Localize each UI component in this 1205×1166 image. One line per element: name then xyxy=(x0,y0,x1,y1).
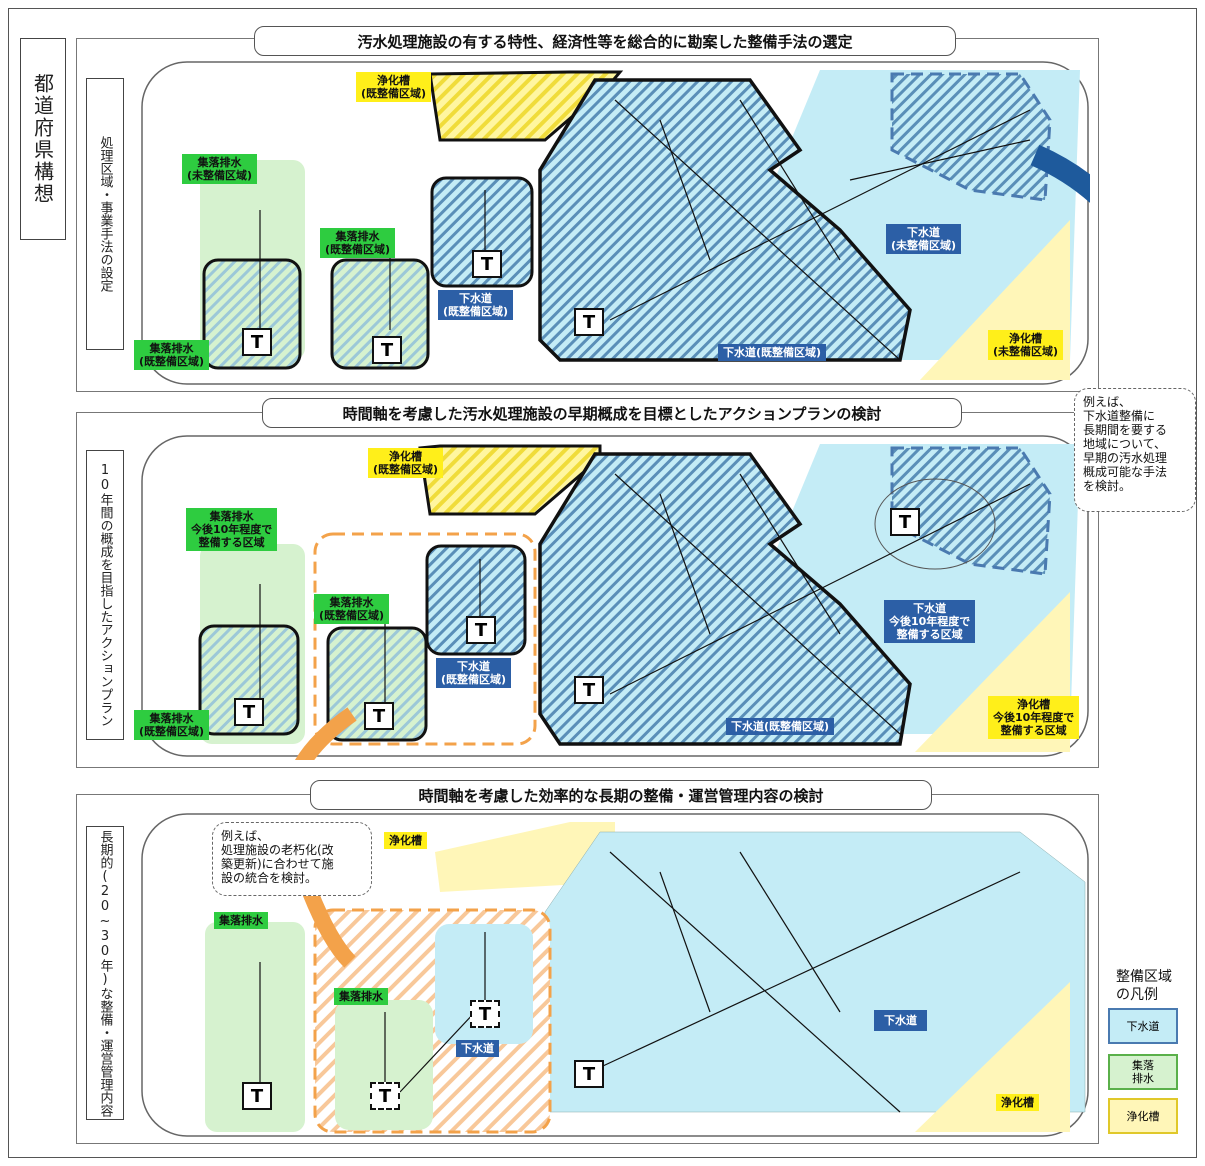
row2-side-box: 10年間の概成を目指したアクションプラン xyxy=(86,450,124,740)
row3-johkaso-top-label: 浄化槽 xyxy=(384,832,427,849)
row1-johkaso-planned-label: 浄化槽 (未整備区域) xyxy=(988,330,1064,360)
row3-map xyxy=(141,813,1089,1137)
row1-shuraku-existing-a-label: 集落排水 (既整備区域) xyxy=(134,340,210,370)
legend-johkaso: 浄化槽 xyxy=(1108,1098,1178,1134)
row1-title: 汚水処理施設の有する特性、経済性等を総合的に勘案した整備手法の選定 xyxy=(254,26,956,56)
legend-gesuido: 下水道 xyxy=(1108,1008,1178,1044)
row3-gesuido-small-label: 下水道 xyxy=(456,1040,499,1057)
row3-facility-t1: T xyxy=(242,1082,272,1110)
row1-side-box: 処理区域・事業手法の設定 xyxy=(86,78,124,350)
row2-johkaso-existing-label: 浄化槽 (既整備区域) xyxy=(368,448,444,478)
row2-gesuido-existing-big-label: 下水道(既整備区域) xyxy=(726,718,835,735)
row1-facility-t3: T xyxy=(472,250,502,278)
row2-shuraku-existing-b-label: 集落排水 (既整備区域) xyxy=(314,594,390,624)
row3-johkaso-right-label: 浄化槽 xyxy=(996,1094,1039,1111)
row2-facility-t4: T xyxy=(574,676,604,704)
row3-title: 時間軸を考慮した効率的な長期の整備・運営管理内容の検討 xyxy=(310,780,932,810)
row3-gesuido-big-label: 下水道 xyxy=(874,1010,927,1031)
row3-facility-t2: T xyxy=(370,1082,400,1110)
note-facility-integration: 例えば、 処理施設の老朽化(改 築更新)に合わせて施 設の統合を検討。 xyxy=(212,822,372,896)
row1-facility-t4: T xyxy=(574,308,604,336)
row3-facility-t4: T xyxy=(574,1060,604,1088)
row1-facility-t2: T xyxy=(372,336,402,364)
row1-gesuido-existing-big-label: 下水道(既整備区域) xyxy=(718,344,827,361)
row1-gesuido-planned-label: 下水道 (未整備区域) xyxy=(886,224,962,254)
row2-shuraku-10yr-label: 集落排水 今後10年程度で 整備する区域 xyxy=(186,508,278,551)
row1-gesuido-existing-small-label: 下水道 (既整備区域) xyxy=(438,290,514,320)
row3-facility-t3: T xyxy=(470,1000,500,1028)
legend-shuraku: 集落 排水 xyxy=(1108,1054,1178,1090)
row2-facility-t2: T xyxy=(364,702,394,730)
row2-facility-t5: T xyxy=(890,508,920,536)
row2-gesuido-10yr-label: 下水道 今後10年程度で 整備する区域 xyxy=(884,600,976,643)
row2-map xyxy=(141,435,1089,760)
row2-facility-t3: T xyxy=(466,616,496,644)
row1-shuraku-planned-label: 集落排水 (未整備区域) xyxy=(182,154,258,184)
row3-shuraku-left-label: 集落排水 xyxy=(214,912,268,929)
row2-side-label: 10年間の概成を目指したアクションプラン xyxy=(97,463,113,727)
row2-johkaso-10yr-label: 浄化槽 今後10年程度で 整備する区域 xyxy=(988,696,1080,739)
prefecture-plan-box: 都道府県構想 xyxy=(20,38,66,240)
note-sewer-alternative: 例えば、 下水道整備に 長期間を要する 地域について、 早期の汚水処理 概成可能… xyxy=(1074,388,1196,512)
row3-shuraku-mid-label: 集落排水 xyxy=(334,988,388,1005)
row1-johkaso-existing-label: 浄化槽 (既整備区域) xyxy=(356,72,432,102)
row2-shuraku-existing-a-label: 集落排水 (既整備区域) xyxy=(134,710,210,740)
diagram-frame xyxy=(8,8,1197,1158)
row1-facility-t1: T xyxy=(242,328,272,356)
prefecture-plan-label: 都道府県構想 xyxy=(30,73,55,205)
row1-shuraku-existing-b-label: 集落排水 (既整備区域) xyxy=(320,228,396,258)
row2-title: 時間軸を考慮した汚水処理施設の早期概成を目標としたアクションプランの検討 xyxy=(262,398,962,428)
row1-side-label: 処理区域・事業手法の設定 xyxy=(97,136,113,292)
row2-facility-t1: T xyxy=(234,698,264,726)
row3-side-box: 長期的(20~30年)な整備・運営管理内容 xyxy=(86,826,124,1120)
legend-title: 整備区域 の凡例 xyxy=(1116,969,1172,1003)
row2-gesuido-existing-small-label: 下水道 (既整備区域) xyxy=(436,658,512,688)
row3-side-label: 長期的(20~30年)な整備・運営管理内容 xyxy=(97,829,113,1117)
